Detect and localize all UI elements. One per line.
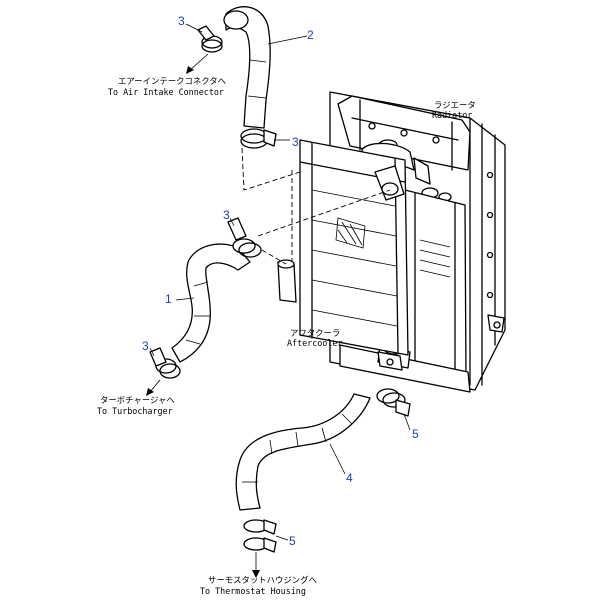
air-intake-label-jp: エアーインテークコネクタへ: [118, 76, 226, 86]
hose-4: [235, 393, 371, 511]
radiator-label-en: Radiator: [432, 110, 472, 120]
callout-leaders: [149, 23, 411, 541]
hose-1: [171, 243, 251, 363]
arrow-air-intake: [186, 53, 209, 74]
callout-3-mid: 3: [292, 135, 299, 149]
clamp-3-top: [197, 25, 223, 53]
callout-3-top: 3: [178, 14, 185, 28]
callout-3-hose1-upper: 3: [223, 208, 230, 222]
clamp-3-lower-hose1: [149, 347, 181, 379]
arrow-turbocharger: [146, 379, 161, 396]
aftercooler-label-jp: アフタクーラ: [290, 328, 340, 338]
callout-5-right: 5: [412, 427, 419, 441]
turbo-label-en: To Turbocharger: [97, 406, 173, 416]
callout-4: 4: [346, 471, 353, 485]
thermostat-label-jp: サーモスタットハウジングへ: [208, 575, 317, 585]
aftercooler-label-en: Aftercooler: [287, 338, 342, 348]
air-intake-label-en: To Air Intake Connector: [108, 87, 224, 97]
clamp-3-mid: [240, 128, 277, 149]
callout-1: 1: [165, 292, 172, 306]
assembly-dashed-lines: [241, 147, 391, 265]
callout-5-bottom: 5: [289, 534, 296, 548]
aftercooler-core: [277, 139, 409, 371]
arrow-thermostat: [252, 552, 260, 578]
callout-3-hose1-lower: 3: [142, 339, 149, 353]
thermostat-label-en: To Thermostat Housing: [200, 586, 306, 596]
clamp-5-bottom: [243, 519, 277, 553]
turbo-label-jp: ターボチャージャへ: [100, 395, 175, 405]
clamp-5-right: [376, 388, 411, 417]
radiator-label-jp: ラジエータ: [434, 100, 476, 110]
callout-2: 2: [307, 28, 314, 42]
hose-2: [223, 6, 271, 129]
